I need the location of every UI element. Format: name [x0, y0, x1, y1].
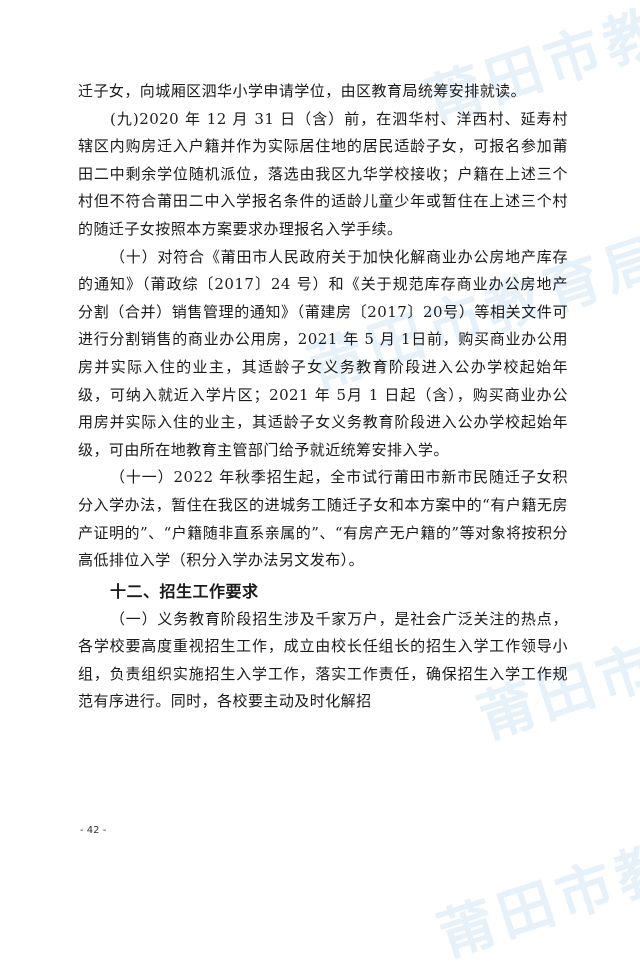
paragraph-continuation: 迁子女，向城厢区泗华小学申请学位，由区教育局统筹安排就读。 — [78, 82, 527, 100]
watermark: 莆田市教育局 — [430, 792, 640, 970]
paragraph-item-11: （十一）2022 年秋季招生起，全市试行莆田市新市民随迁子女积分入学办法，暂住在… — [78, 468, 568, 570]
section-heading: 十二、招生工作要求 — [110, 581, 259, 601]
paragraph-item-10: （十）对符合《莆田市人民政府关于加快化解商业办公房地产库存的通知》（莆政综〔20… — [78, 247, 568, 459]
document-body: 迁子女，向城厢区泗华小学申请学位，由区教育局统筹安排就读。 (九)2020 年 … — [78, 78, 568, 716]
paragraph-item-9: (九)2020 年 12 月 31 日（含）前，在泗华村、洋西村、延寿村辖区内购… — [78, 109, 568, 238]
document-page: 莆田市教育局 莆田市教育局 莆田市教育局 莆田市教育局 迁子女，向城厢区泗华小学… — [78, 0, 640, 970]
paragraph-section-12-item-1: （一）义务教育阶段招生涉及千家万户，是社会广泛关注的热点，各学校要高度重视招生工… — [78, 609, 568, 711]
page-number: - 42 - — [80, 825, 107, 836]
